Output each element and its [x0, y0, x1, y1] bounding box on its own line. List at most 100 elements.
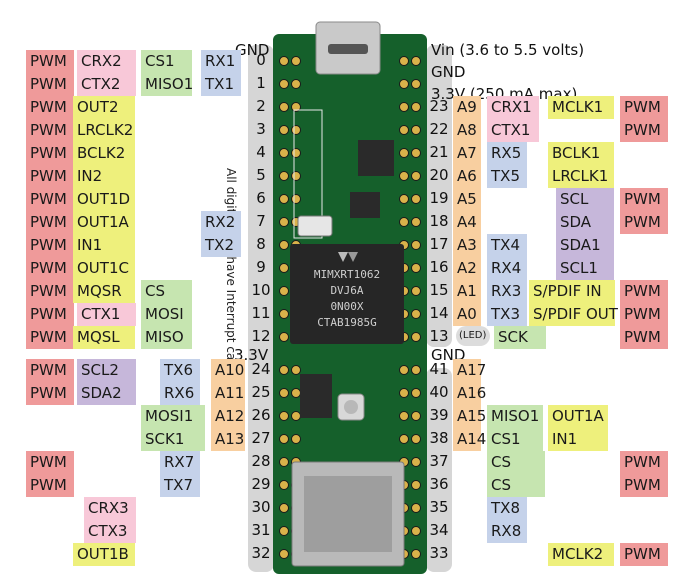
label-sda1-pin-17: SDA1	[556, 234, 614, 257]
label-miso-pin-12: MISO	[141, 326, 192, 349]
gnd-top-label: GND	[431, 63, 466, 81]
label-pwm-pin-23: PWM	[620, 96, 668, 119]
chip-line-1: MIMXRT1062	[314, 268, 380, 281]
label-pwm-pin-29: PWM	[26, 474, 74, 497]
label-miso1-pin-1: MISO1	[141, 73, 193, 96]
label-out2-pin-2: OUT2	[73, 96, 135, 119]
label-miso1-pin-39: MISO1	[487, 405, 543, 428]
label-a3-pin-17: A3	[453, 234, 481, 257]
label-a8-pin-22: A8	[453, 119, 481, 142]
label-s-pdif-out-pin-14: S/PDIF OUT	[529, 303, 618, 326]
pin-number-17: 17	[429, 235, 449, 253]
label-pwm-pin-28: PWM	[26, 451, 74, 474]
label-mclk2-pin-33: MCLK2	[548, 543, 614, 566]
label-scl2-pin-24: SCL2	[77, 359, 136, 382]
label-cs1-pin-0: CS1	[141, 50, 192, 73]
label-tx4-pin-17: TX4	[487, 234, 527, 257]
pin-number-39: 39	[429, 406, 449, 424]
label-crx3-pin-30: CRX3	[84, 497, 136, 520]
chip-line-3: 0N00X	[330, 300, 363, 313]
right-pin-strip	[426, 45, 452, 347]
pin-number-30: 30	[251, 498, 271, 516]
label-pwm-pin-22: PWM	[620, 119, 668, 142]
label-rx3-pin-15: RX3	[487, 280, 527, 303]
led-badge: (LED)	[456, 326, 490, 346]
pin-number-3: 3	[256, 120, 266, 138]
label-a5-pin-19: A5	[453, 188, 481, 211]
label-cs-pin-37: CS	[487, 451, 545, 474]
label-pwm-pin-15: PWM	[620, 280, 668, 303]
label-ctx1-pin-11: CTX1	[77, 303, 136, 326]
label-rx1-pin-0: RX1	[201, 50, 241, 73]
label-tx5-pin-20: TX5	[487, 165, 527, 188]
label-pwm-pin-13: PWM	[620, 326, 668, 349]
label-out1a-pin-39: OUT1A	[548, 405, 608, 428]
label-pwm-pin-12: PWM	[26, 326, 74, 349]
pin-number-18: 18	[429, 212, 449, 230]
pin-number-31: 31	[251, 521, 271, 539]
label-tx2-pin-8: TX2	[201, 234, 241, 257]
label-lrclk2-pin-3: LRCLK2	[73, 119, 135, 142]
label-rx6-pin-25: RX6	[160, 382, 200, 405]
label-a6-pin-20: A6	[453, 165, 481, 188]
pin-number-8: 8	[256, 235, 266, 253]
label-in1-pin-8: IN1	[73, 234, 135, 257]
label-pwm-pin-14: PWM	[620, 303, 668, 326]
label-mqsl-pin-12: MQSL	[73, 326, 135, 349]
label-sck1-pin-27: SCK1	[141, 428, 205, 451]
pin-number-14: 14	[429, 304, 449, 322]
pin-number-28: 28	[251, 452, 271, 470]
label-ctx2-pin-1: CTX2	[77, 73, 136, 96]
label-a2-pin-16: A2	[453, 257, 481, 280]
pin-number-16: 16	[429, 258, 449, 276]
label-pwm-pin-4: PWM	[26, 142, 74, 165]
pin-number-32: 32	[251, 544, 271, 562]
smd-chip-icon	[358, 140, 394, 176]
label-a12-pin-26: A12	[211, 405, 245, 428]
chip-line-2: DVJ6A	[330, 284, 363, 297]
label-pwm-pin-2: PWM	[26, 96, 74, 119]
label-crx2-pin-0: CRX2	[77, 50, 136, 73]
label-mclk1-pin-23: MCLK1	[548, 96, 614, 119]
label-a4-pin-18: A4	[453, 211, 481, 234]
label-a13-pin-27: A13	[211, 428, 245, 451]
pin-number-5: 5	[256, 166, 266, 184]
label-a10-pin-24: A10	[211, 359, 245, 382]
label-tx8-pin-35: TX8	[487, 497, 527, 520]
pin-number-12: 12	[251, 327, 271, 345]
label-cs-pin-10: CS	[141, 280, 192, 303]
label-tx1-pin-1: TX1	[201, 73, 241, 96]
label-scl-pin-19: SCL	[556, 188, 614, 211]
pin-number-7: 7	[256, 212, 266, 230]
pin-number-37: 37	[429, 452, 449, 470]
label-pwm-pin-36: PWM	[620, 474, 668, 497]
pin-number-38: 38	[429, 429, 449, 447]
label-cs1-pin-38: CS1	[487, 428, 543, 451]
label-out1b-pin-32: OUT1B	[73, 543, 135, 566]
label-mosi-pin-11: MOSI	[141, 303, 192, 326]
label-a15-pin-39: A15	[453, 405, 486, 428]
label-in2-pin-5: IN2	[73, 165, 135, 188]
pin-number-23: 23	[429, 97, 449, 115]
label-sda2-pin-25: SDA2	[77, 382, 136, 405]
pin-number-10: 10	[251, 281, 271, 299]
label-a1-pin-15: A1	[453, 280, 481, 303]
pin-number-21: 21	[429, 143, 449, 161]
label-bclk2-pin-4: BCLK2	[73, 142, 135, 165]
pin-number-25: 25	[251, 383, 271, 401]
label-pwm-pin-0: PWM	[26, 50, 74, 73]
label-pwm-pin-10: PWM	[26, 280, 74, 303]
label-pwm-pin-24: PWM	[26, 359, 74, 382]
flash-chip-icon	[300, 374, 332, 418]
label-a11-pin-25: A11	[211, 382, 245, 405]
label-pwm-pin-18: PWM	[620, 211, 668, 234]
pin-number-41: 41	[429, 360, 449, 378]
pin-number-29: 29	[251, 475, 271, 493]
label-tx7-pin-29: TX7	[160, 474, 200, 497]
pin-number-24: 24	[251, 360, 271, 378]
label-pwm-pin-11: PWM	[26, 303, 74, 326]
pin-number-4: 4	[256, 143, 266, 161]
processor-chip-icon	[290, 244, 404, 344]
right-pin-strip-lower	[426, 368, 452, 572]
